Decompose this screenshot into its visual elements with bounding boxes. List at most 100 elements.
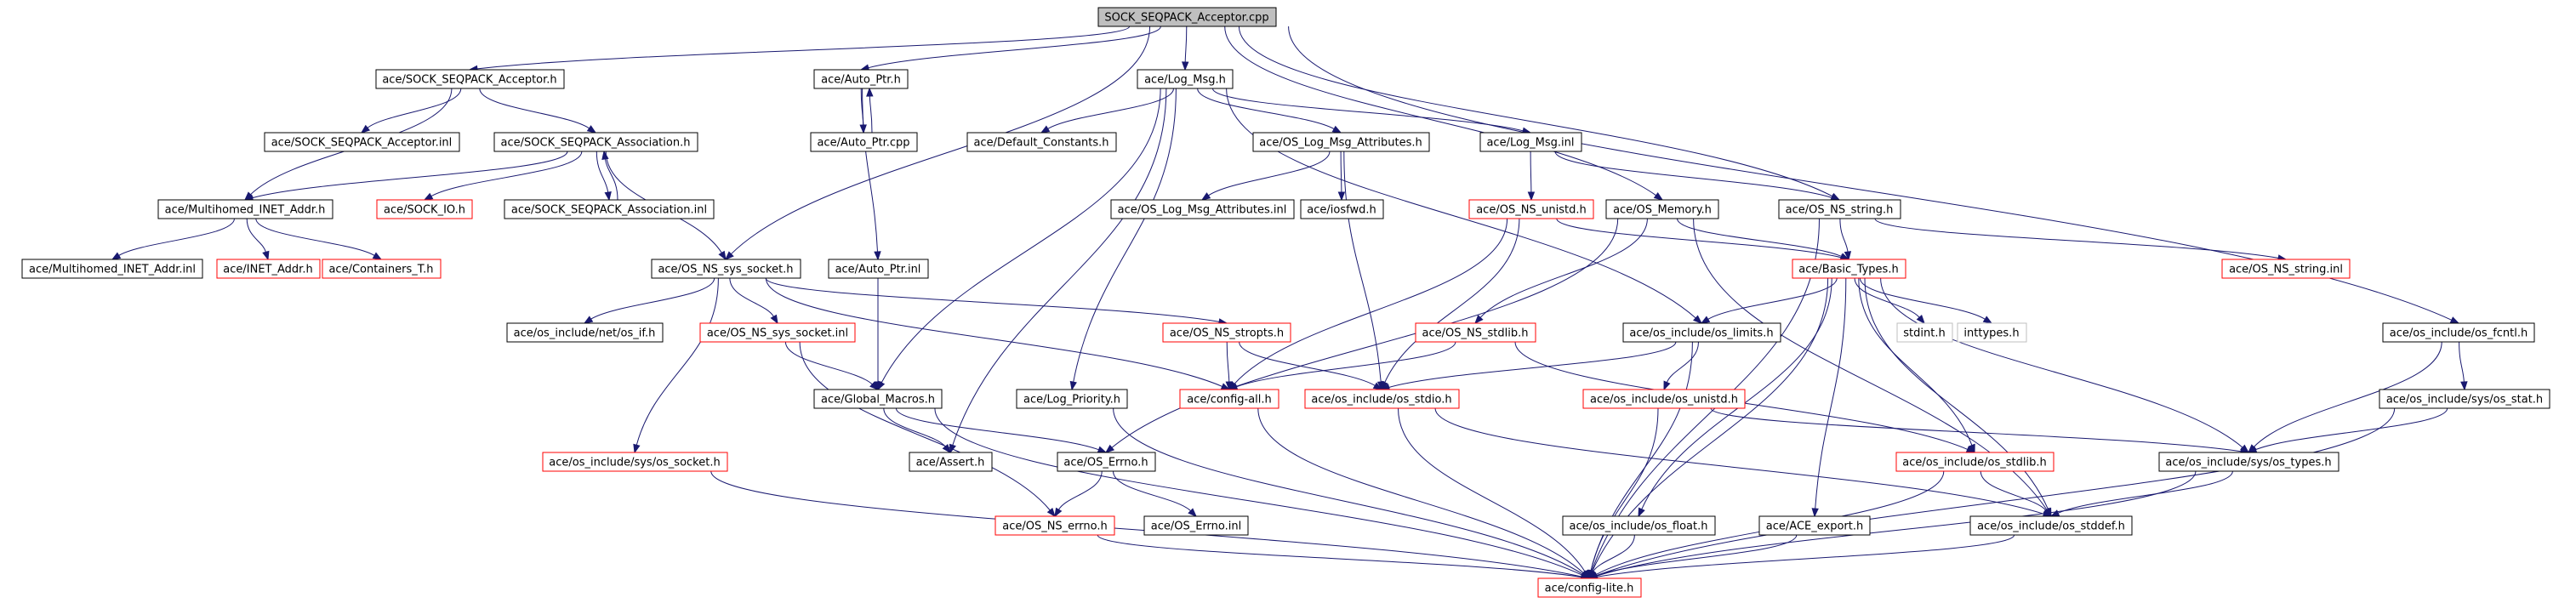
graph-node-logmsg-inl: ace/Log_Msg.inl — [1479, 132, 1582, 152]
graph-node-multihomed-h: ace/Multihomed_INET_Addr.h — [157, 199, 333, 219]
edge-osnsunistd-h-to-osstdio-h — [1384, 218, 1520, 384]
node-label: ace/OS_Log_Msg_Attributes.inl — [1118, 204, 1287, 217]
node-label: ace/INET_Addr.h — [223, 264, 312, 276]
nodes-layer: SOCK_SEQPACK_Acceptor.cpp ace/SOCK_SEQPAC… — [21, 7, 2550, 598]
edge-ossysstat-h-to-configlite-h — [1596, 407, 2396, 577]
node-box — [1137, 69, 1234, 89]
edge-autoptr-h-to-autoptr-inl — [862, 88, 878, 253]
edge-assoc-h-to-sockio-h — [430, 151, 583, 197]
edge-osnsstring-h-to-basictypes-h — [1839, 218, 1849, 253]
graph-node-aceexport-h: ace/ACE_export.h — [1758, 515, 1871, 536]
graph-node-multihomed-inl: ace/Multihomed_INET_Addr.inl — [21, 259, 203, 279]
edge-assoc-h-to-multihomed-h — [252, 151, 568, 199]
node-box — [813, 69, 909, 89]
node-box — [1057, 452, 1156, 472]
node-label: ace/Global_Macros.h — [821, 394, 935, 407]
node-box — [1622, 322, 1781, 343]
edge-acceptor-h-to-acceptor-inl — [367, 88, 462, 128]
edge-osnsstdlib-h-to-configall-h — [1236, 341, 1456, 388]
node-label: ace/os_include/sys/os_stat.h — [2386, 394, 2543, 407]
edge-root-to-osmemory-h — [1224, 26, 1656, 196]
edge-arrowhead — [583, 316, 594, 324]
edge-arrowhead — [1200, 192, 1211, 201]
edge-arrowhead — [1046, 507, 1056, 518]
edge-arrowhead — [1844, 251, 1852, 261]
edge-basictypes-h-to-inttypes-h — [1859, 277, 1986, 320]
node-box — [1097, 7, 1277, 27]
node-label: ace/OS_Log_Msg_Attributes.h — [1259, 137, 1422, 150]
edge-arrowhead — [1372, 382, 1383, 390]
edge-osnsstropts-h-to-osstdio-h — [1239, 341, 1376, 386]
edge-root-to-autoptr-h — [868, 26, 1161, 69]
edge-osfcntl-h-to-systypes-h — [2253, 341, 2442, 447]
edge-osunistd-h-to-configlite-h — [1590, 407, 1659, 572]
edge-oserrno-h-to-oserrno-inl — [1113, 470, 1191, 512]
edge-arrowhead — [725, 251, 734, 260]
edge-arrowhead — [1653, 192, 1664, 201]
node-box — [810, 132, 918, 152]
edge-assoc-h-to-assoc-inl — [596, 151, 609, 193]
node-box — [1415, 322, 1536, 343]
edge-osmemory-h-to-osnsstdlib-h — [1479, 218, 1648, 318]
edge-osunistd-h-to-systypes-h — [1710, 407, 2242, 452]
node-label: ace/SOCK_SEQPACK_Acceptor.h — [382, 74, 556, 87]
edge-basictypes-h-to-osfloat-h — [1641, 277, 1832, 510]
graph-node-osnsstring-h: ace/OS_NS_string.h — [1778, 199, 1901, 219]
node-label: stdint.h — [1903, 327, 1945, 340]
graph-node-osstddef-h: ace/os_include/os_stddef.h — [1969, 515, 2133, 536]
edge-osstdio-h-to-configlite-h — [1398, 407, 1586, 572]
node-box — [2382, 322, 2535, 343]
node-box — [542, 452, 728, 472]
node-label: ace/Basic_Types.h — [1798, 264, 1898, 276]
edge-arrowhead — [1188, 508, 1197, 517]
edge-arrowhead — [601, 150, 609, 160]
edge-arrowhead — [718, 250, 727, 261]
node-label: ace/ACE_export.h — [1766, 521, 1863, 533]
node-box — [1537, 577, 1642, 598]
graph-node-root: SOCK_SEQPACK_Acceptor.cpp — [1097, 7, 1277, 27]
edge-configall-h-to-configlite-h — [1257, 407, 1584, 574]
edge-basictypes-h-to-systypes-h — [1880, 277, 2243, 448]
node-label: ace/Assert.h — [916, 457, 985, 469]
edge-basictypes-h-to-oslimits-h — [1707, 277, 1838, 320]
node-label: ace/OS_Errno.h — [1063, 457, 1148, 469]
node-box — [909, 452, 993, 472]
edge-arrowhead — [1811, 508, 1819, 518]
edge-logmsg-h-to-globalmacros-h — [881, 88, 1161, 384]
node-box — [504, 199, 715, 219]
node-label: ace/OS_NS_sys_socket.inl — [707, 327, 848, 340]
graph-node-oslogmsgattr-inl: ace/OS_Log_Msg_Attributes.inl — [1110, 199, 1295, 219]
node-box — [1896, 322, 1953, 343]
edge-arrowhead — [1331, 125, 1342, 134]
edge-oslimits-h-to-configlite-h — [1590, 341, 1693, 572]
graph-node-oslogmsgattr-h: ace/OS_Log_Msg_Attributes.h — [1252, 132, 1430, 152]
edge-arrowhead — [1054, 507, 1063, 518]
graph-node-osnssyssocket-inl: ace/OS_NS_sys_socket.inl — [699, 322, 856, 343]
graph-node-ossysstat-h: ace/os_include/sys/os_stat.h — [2379, 389, 2550, 409]
edge-arrowhead — [1225, 381, 1234, 391]
graph-node-acceptor-h: ace/SOCK_SEQPACK_Acceptor.h — [375, 69, 565, 89]
edge-oslogmsgattr-h-to-iosfwd — [1340, 151, 1342, 193]
edge-systypes-h-to-configlite-h — [1596, 470, 2197, 577]
node-label: ace/Auto_Ptr.cpp — [817, 137, 909, 150]
node-box — [322, 259, 442, 279]
node-box — [264, 132, 460, 152]
edge-multihomed-h-to-containers-h — [255, 218, 375, 256]
node-box — [1605, 199, 1719, 219]
edge-osfloat-h-to-configlite-h — [1593, 534, 1635, 572]
node-box — [1304, 389, 1460, 409]
edge-oslogmsgattr-h-to-osstdio-h — [1343, 151, 1382, 383]
edge-arrowhead — [262, 250, 270, 261]
node-label: ace/os_include/os_limits.h — [1629, 327, 1773, 340]
node-label: ace/Default_Constants.h — [973, 137, 1108, 150]
edge-arrowhead — [1700, 316, 1711, 324]
edge-arrowhead — [1040, 125, 1051, 134]
edge-osnssyssocket-inl-to-osnserrno-h — [799, 341, 1051, 511]
edge-logmsg-h-to-assert-h — [952, 88, 1167, 446]
graph-node-configlite-h: ace/config-lite.h — [1537, 577, 1642, 598]
edge-globalmacros-h-to-configlite-h — [934, 407, 1583, 576]
graph-node-oslimits-h: ace/os_include/os_limits.h — [1622, 322, 1781, 343]
edge-arrowhead — [1527, 191, 1536, 202]
edge-logmsg-h-to-default-const — [1047, 88, 1174, 129]
